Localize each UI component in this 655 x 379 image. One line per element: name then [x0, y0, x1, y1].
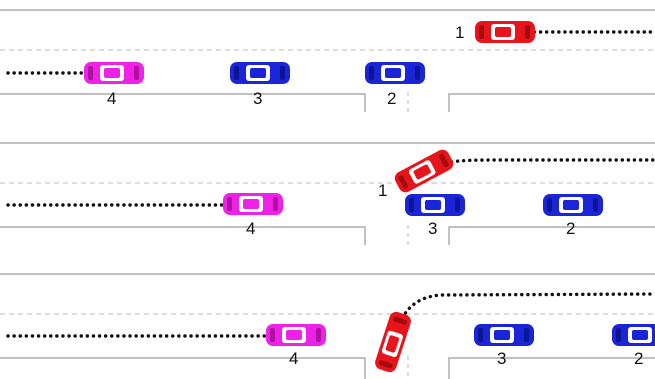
car-2	[543, 194, 603, 216]
car-1-label: 1	[455, 23, 464, 42]
car-1-label: 1	[378, 181, 387, 200]
car-3-label: 3	[497, 349, 506, 368]
car-3	[474, 324, 534, 346]
car-4	[266, 324, 326, 346]
panel-2: 1 4 3 2	[0, 142, 655, 245]
car-4-label: 4	[107, 89, 116, 108]
car-4	[84, 62, 144, 84]
car-2-label: 2	[634, 349, 643, 368]
road-markings	[0, 273, 655, 379]
panel-1: 1 4 3 2	[0, 9, 655, 112]
trajectory-car1	[400, 292, 655, 320]
car-2-label: 2	[566, 219, 575, 238]
car-3	[230, 62, 290, 84]
car-4	[223, 193, 283, 215]
panel-3: 4 3 2	[0, 273, 655, 379]
car-4-label: 4	[289, 349, 298, 368]
car-3-label: 3	[428, 219, 437, 238]
car-3-label: 3	[253, 89, 262, 108]
car-4-label: 4	[246, 219, 255, 238]
car-3	[405, 194, 465, 216]
road-markings	[0, 142, 655, 245]
car-2-label: 2	[387, 89, 396, 108]
car-1	[392, 147, 456, 195]
road-markings	[0, 9, 655, 112]
car-2	[612, 324, 655, 346]
car-2	[365, 62, 425, 84]
car-1	[373, 310, 413, 374]
trajectory-car1	[426, 158, 655, 170]
car-1	[475, 21, 535, 43]
